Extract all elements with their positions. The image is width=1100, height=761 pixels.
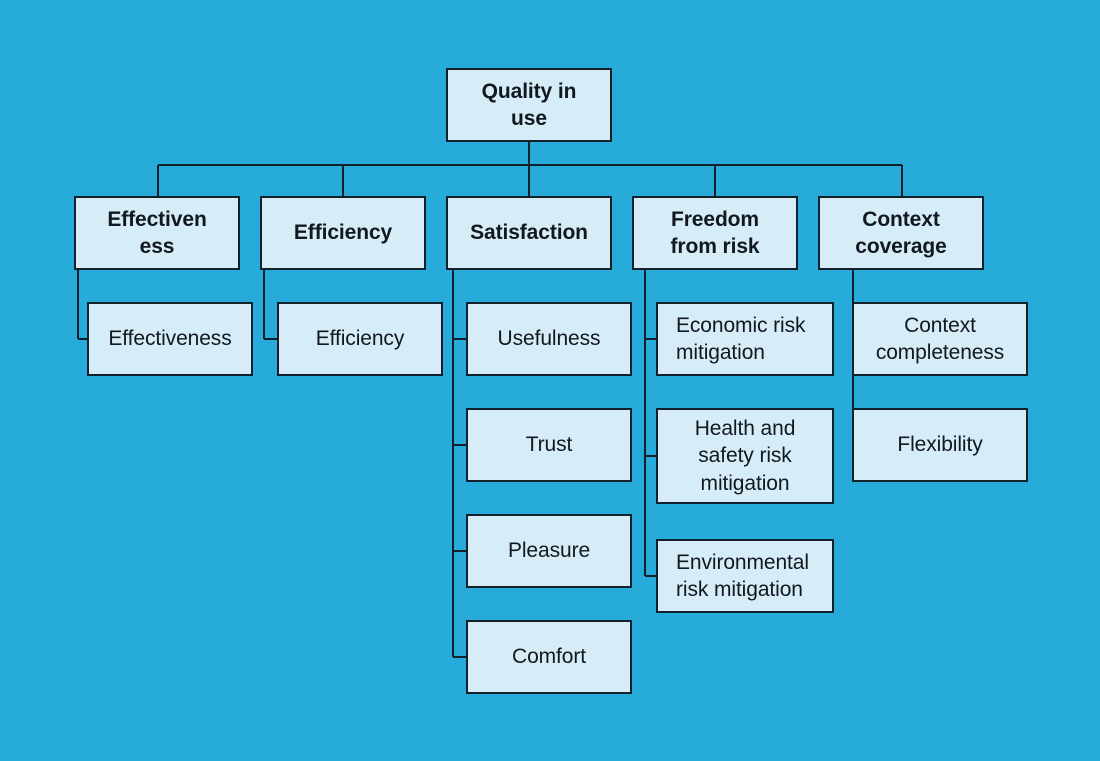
node-environmental-risk-mitigation: Environmental risk mitigation — [656, 539, 834, 613]
node-effectiveness: Effectiven ess — [74, 196, 240, 270]
node-efficiency: Efficiency — [260, 196, 426, 270]
node-satisfaction: Satisfaction — [446, 196, 612, 270]
node-context-completeness: Context completeness — [852, 302, 1028, 376]
node-context-coverage: Context coverage — [818, 196, 984, 270]
node-trust: Trust — [466, 408, 632, 482]
node-pleasure: Pleasure — [466, 514, 632, 588]
node-flexibility: Flexibility — [852, 408, 1028, 482]
node-freedom-from-risk: Freedom from risk — [632, 196, 798, 270]
node-efficiency: Efficiency — [277, 302, 443, 376]
node-quality-in-use: Quality in use — [446, 68, 612, 142]
node-effectiveness: Effectiveness — [87, 302, 253, 376]
node-usefulness: Usefulness — [466, 302, 632, 376]
node-health-and-safety-risk-mitigation: Health and safety risk mitigation — [656, 408, 834, 504]
node-comfort: Comfort — [466, 620, 632, 694]
node-economic-risk-mitigation: Economic risk mitigation — [656, 302, 834, 376]
